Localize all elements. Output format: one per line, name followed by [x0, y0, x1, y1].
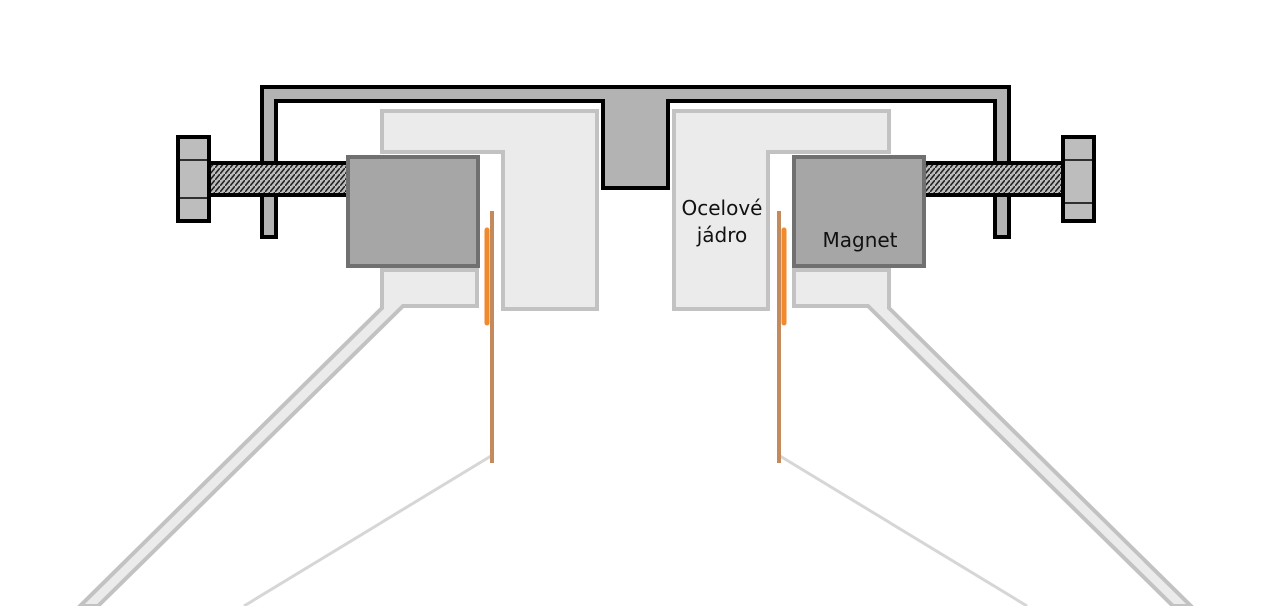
diaphragm-right	[779, 454, 1028, 606]
steel-core-label-line1: Ocelové	[682, 196, 763, 220]
steel-core-label-line2: jádro	[696, 223, 748, 247]
threaded-rod-right	[921, 161, 1066, 197]
threaded-rod-left	[206, 161, 350, 197]
diaphragm-left	[243, 454, 492, 606]
steel-core-right	[672, 109, 891, 311]
magnet-left	[346, 155, 480, 268]
steel-pole-left	[380, 109, 599, 311]
cone-basket-left	[77, 268, 479, 606]
nut-left	[176, 135, 211, 223]
nut-right	[1061, 135, 1096, 223]
magnet-label: Magnet	[822, 228, 897, 252]
magnet-right	[792, 155, 926, 268]
clamp-yoke	[260, 85, 1011, 239]
cone-basket-right	[792, 268, 1194, 606]
